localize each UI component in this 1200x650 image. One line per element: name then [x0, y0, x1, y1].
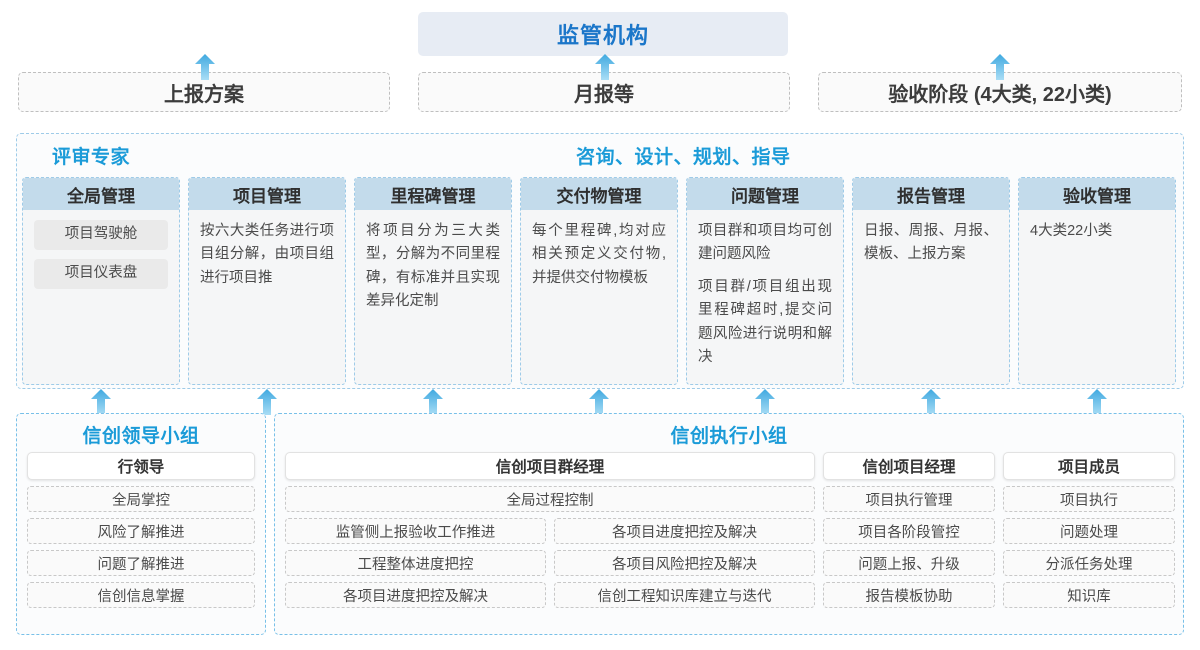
management-column-acceptance: 验收管理 4大类22小类 — [1018, 177, 1176, 385]
leadership-group-panel: 信创领导小组 行领导 全局掌控 风险了解推进 问题了解推进 信创信息掌握 — [16, 413, 266, 635]
task-item: 知识库 — [1003, 582, 1175, 608]
column-body: 4大类22小类 — [1019, 210, 1175, 243]
report-box-label: 验收阶段 (4大类, 22小类) — [888, 83, 1112, 106]
column-paragraph: 项目群和项目均可创建问题风险 — [698, 223, 832, 263]
program-manager-left-tasks: 监管侧上报验收工作推进 工程整体进度把控 各项目进度把控及解决 — [285, 518, 546, 608]
column-body: 将项目分为三大类型，分解为不同里程碑，有标准并且实现差异化定制 — [355, 210, 511, 314]
project-manager-block: 信创项目经理 项目执行管理 项目各阶段管控 问题上报、升级 报告模板协助 — [823, 452, 995, 608]
column-paragraph: 按六大类任务进行项目组分解，由项目组进行项目推 — [200, 223, 334, 286]
task-item: 风险了解推进 — [27, 518, 255, 544]
arrow-up-icon — [990, 54, 1010, 80]
task-item: 工程整体进度把控 — [285, 550, 546, 576]
regulator-box: 监管机构 — [418, 12, 788, 56]
leadership-task-list: 全局掌控 风险了解推进 问题了解推进 信创信息掌握 — [27, 486, 255, 608]
task-item: 全局掌控 — [27, 486, 255, 512]
management-column-project: 项目管理 按六大类任务进行项目组分解，由项目组进行项目推 — [188, 177, 346, 385]
column-header: 全局管理 — [23, 178, 179, 210]
column-paragraph: 每个里程碑,均对应相关预定义交付物,并提供交付物模板 — [532, 223, 666, 286]
task-item: 信创工程知识库建立与迭代 — [554, 582, 815, 608]
report-box-label: 月报等 — [574, 83, 634, 106]
execution-group-panel: 信创执行小组 信创项目群经理 全局过程控制 监管侧上报验收工作推进 工程整体进度… — [274, 413, 1184, 635]
task-item: 项目执行管理 — [823, 486, 995, 512]
arrow-up-icon — [921, 389, 941, 415]
middle-panel-labels: 评审专家 咨询、设计、规划、指导 — [16, 136, 1184, 170]
arrow-up-icon — [257, 389, 277, 415]
program-manager-block: 信创项目群经理 全局过程控制 监管侧上报验收工作推进 工程整体进度把控 各项目进… — [285, 452, 815, 608]
task-item: 信创信息掌握 — [27, 582, 255, 608]
column-header: 报告管理 — [853, 178, 1009, 210]
task-item: 项目执行 — [1003, 486, 1175, 512]
label-consulting: 咨询、设计、规划、指导 — [576, 147, 791, 168]
management-column-report: 报告管理 日报、周报、月报、模板、上报方案 — [852, 177, 1010, 385]
role-header-program-manager: 信创项目群经理 — [285, 452, 815, 480]
column-body: 日报、周报、月报、模板、上报方案 — [853, 210, 1009, 267]
pill-item: 项目仪表盘 — [34, 259, 168, 289]
project-member-block: 项目成员 项目执行 问题处理 分派任务处理 知识库 — [1003, 452, 1175, 608]
column-body: 每个里程碑,均对应相关预定义交付物,并提供交付物模板 — [521, 210, 677, 290]
column-header: 问题管理 — [687, 178, 843, 210]
arrow-up-icon — [595, 54, 615, 80]
column-body: 项目驾驶舱 项目仪表盘 — [23, 210, 179, 289]
task-item: 监管侧上报验收工作推进 — [285, 518, 546, 544]
program-manager-right-tasks: 各项目进度把控及解决 各项目风险把控及解决 信创工程知识库建立与迭代 — [554, 518, 815, 608]
arrow-up-icon — [91, 389, 111, 415]
task-item: 各项目进度把控及解决 — [554, 518, 815, 544]
pill-item: 项目驾驶舱 — [34, 220, 168, 250]
management-column-deliverable: 交付物管理 每个里程碑,均对应相关预定义交付物,并提供交付物模板 — [520, 177, 678, 385]
management-column-global: 全局管理 项目驾驶舱 项目仪表盘 — [22, 177, 180, 385]
column-header: 验收管理 — [1019, 178, 1175, 210]
arrow-up-icon — [755, 389, 775, 415]
column-body: 按六大类任务进行项目组分解，由项目组进行项目推 — [189, 210, 345, 290]
task-item: 问题上报、升级 — [823, 550, 995, 576]
column-header: 项目管理 — [189, 178, 345, 210]
task-item: 各项目风险把控及解决 — [554, 550, 815, 576]
task-item: 项目各阶段管控 — [823, 518, 995, 544]
task-item: 报告模板协助 — [823, 582, 995, 608]
task-item: 分派任务处理 — [1003, 550, 1175, 576]
arrow-up-icon — [195, 54, 215, 80]
arrow-up-icon — [1087, 389, 1107, 415]
task-item: 问题处理 — [1003, 518, 1175, 544]
column-header: 交付物管理 — [521, 178, 677, 210]
column-paragraph: 4大类22小类 — [1030, 223, 1113, 239]
role-header-project-member: 项目成员 — [1003, 452, 1175, 480]
column-header: 里程碑管理 — [355, 178, 511, 210]
column-paragraph: 将项目分为三大类型，分解为不同里程碑，有标准并且实现差异化定制 — [366, 223, 500, 310]
task-item: 各项目进度把控及解决 — [285, 582, 546, 608]
arrow-up-icon — [423, 389, 443, 415]
program-manager-task-columns: 监管侧上报验收工作推进 工程整体进度把控 各项目进度把控及解决 各项目进度把控及… — [285, 518, 815, 608]
report-box-label: 上报方案 — [164, 83, 244, 106]
regulator-label: 监管机构 — [556, 23, 649, 48]
label-review-experts: 评审专家 — [52, 147, 131, 168]
column-paragraph: 项目群/项目组出现里程碑超时,提交问题风险进行说明和解决 — [698, 278, 832, 366]
report-box-monthly: 月报等 — [418, 72, 790, 112]
role-header-project-manager: 信创项目经理 — [823, 452, 995, 480]
management-column-milestone: 里程碑管理 将项目分为三大类型，分解为不同里程碑，有标准并且实现差异化定制 — [354, 177, 512, 385]
management-column-issue: 问题管理 项目群和项目均可创建问题风险 项目群/项目组出现里程碑超时,提交问题风… — [686, 177, 844, 385]
task-item-global-process: 全局过程控制 — [285, 486, 815, 512]
leadership-group-title: 信创领导小组 — [82, 426, 200, 447]
execution-group-title: 信创执行小组 — [670, 426, 788, 447]
column-paragraph: 日报、周报、月报、模板、上报方案 — [864, 223, 998, 263]
role-header-bank-leader: 行领导 — [27, 452, 255, 480]
arrow-up-icon — [589, 389, 609, 415]
task-item: 问题了解推进 — [27, 550, 255, 576]
column-body: 项目群和项目均可创建问题风险 项目群/项目组出现里程碑超时,提交问题风险进行说明… — [687, 210, 843, 370]
